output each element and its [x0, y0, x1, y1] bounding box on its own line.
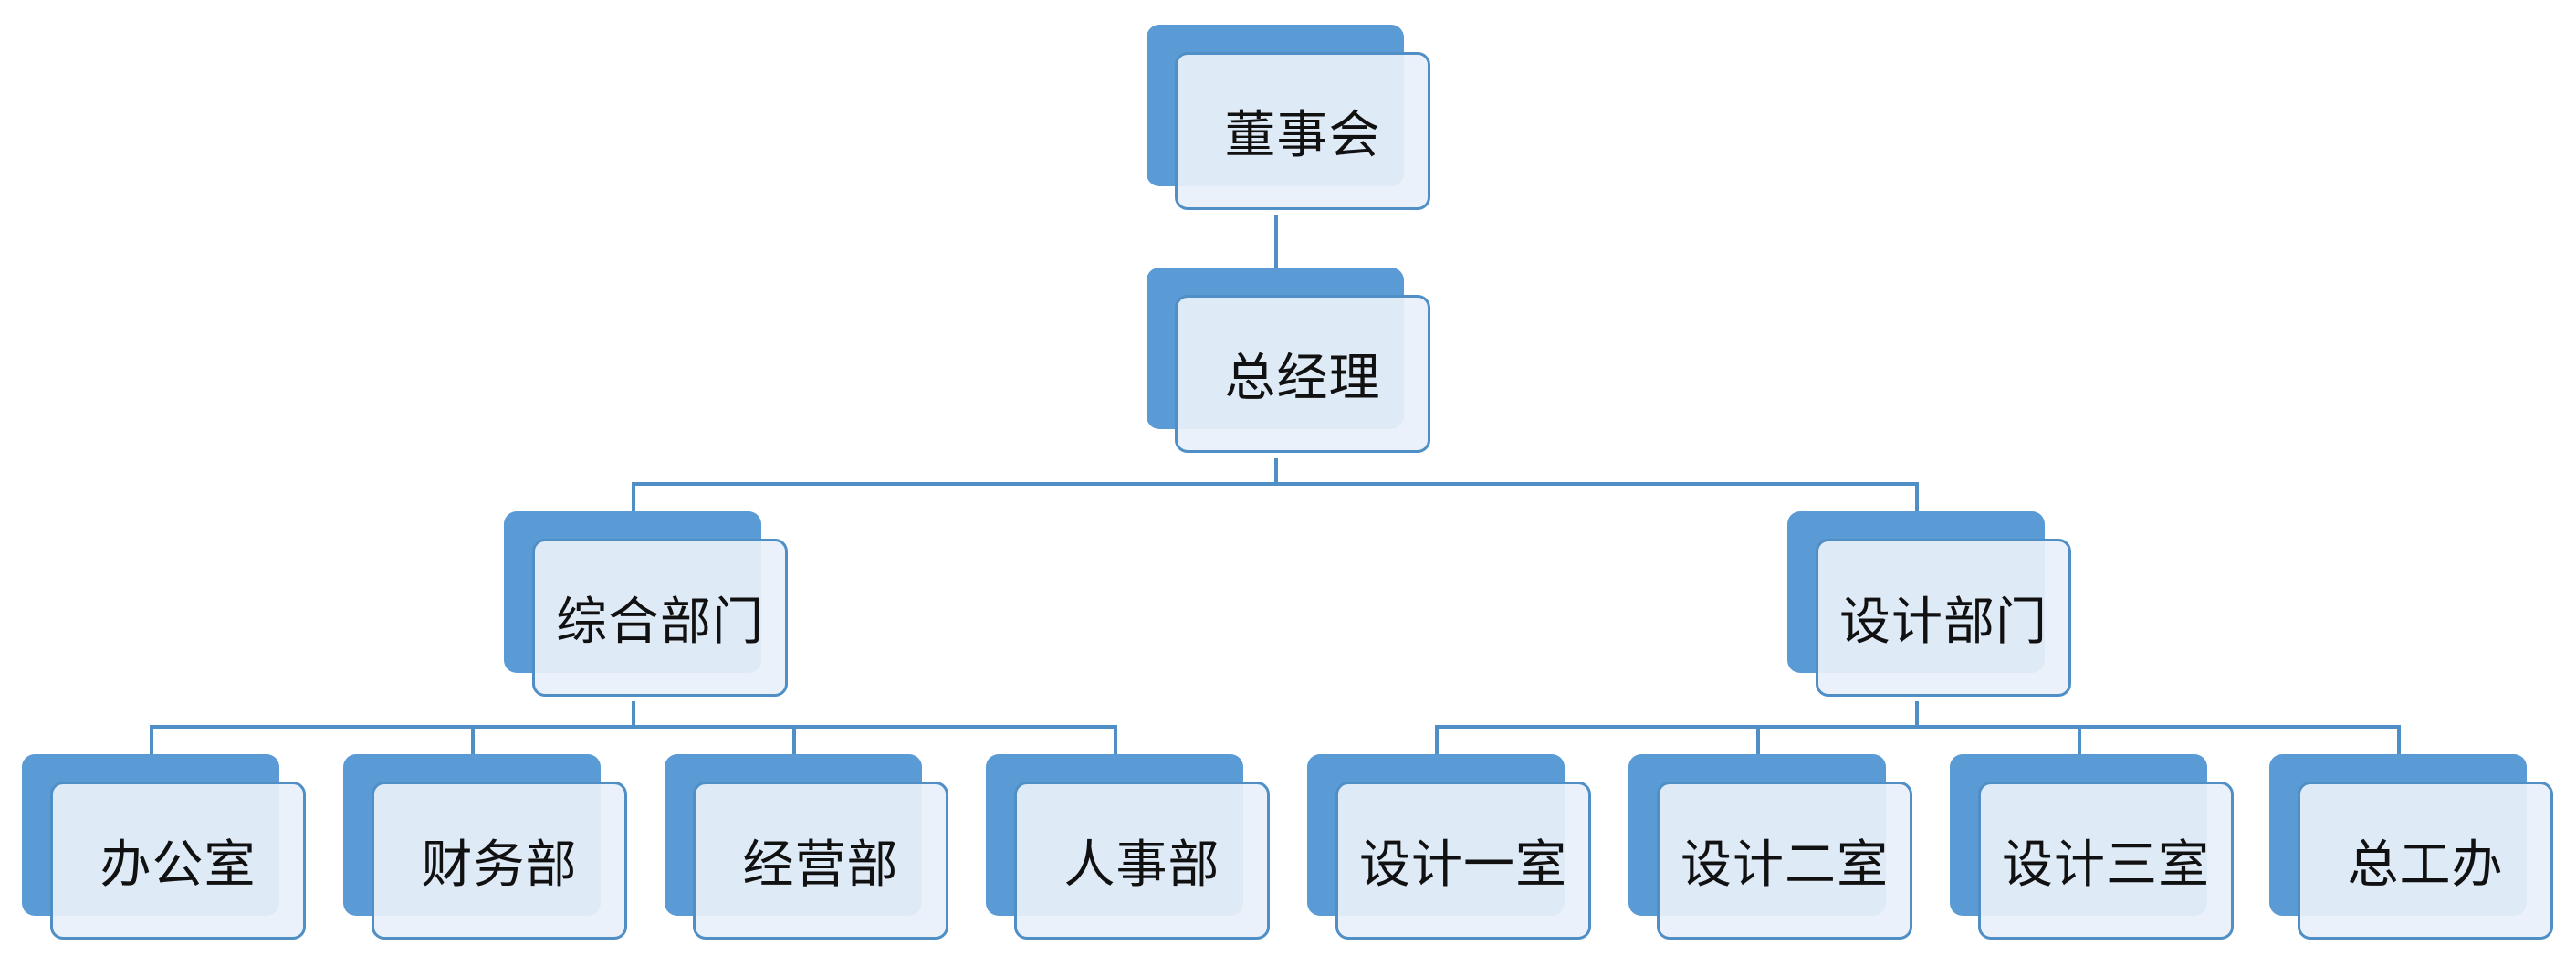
connector-design-bus — [1435, 725, 2401, 729]
node-finance: 财务部 — [343, 754, 634, 940]
connector-to-design-2 — [1756, 725, 1760, 756]
node-finance-label: 财务部 — [421, 835, 578, 895]
connector-general-dept-down — [632, 701, 635, 729]
node-design-dept: 设计部门 — [1787, 511, 2078, 697]
node-design-1: 设计一室 — [1307, 754, 1597, 940]
node-office: 办公室 — [22, 754, 312, 940]
node-general-dept-front — [532, 539, 788, 697]
connector-general-bus — [150, 725, 1117, 729]
connector-board-gm — [1274, 215, 1278, 268]
node-board: 董事会 — [1147, 25, 1437, 210]
node-office-label: 办公室 — [99, 835, 257, 895]
node-design-1-front — [1335, 782, 1591, 940]
node-hr-label: 人事部 — [1063, 835, 1220, 895]
node-operations: 经营部 — [665, 754, 955, 940]
node-general-dept-label: 综合部门 — [556, 593, 764, 652]
node-design-2-label: 设计二室 — [1681, 835, 1889, 895]
node-design-2-front — [1657, 782, 1912, 940]
connector-to-chief-engineer — [2397, 725, 2401, 756]
connector-design-dept-down — [1915, 701, 1919, 729]
connector-to-design-1 — [1435, 725, 1439, 756]
connector-to-hr — [1114, 725, 1117, 756]
node-finance-front — [372, 782, 627, 940]
connector-gm-down — [1274, 458, 1278, 486]
node-office-front — [50, 782, 306, 940]
node-design-dept-label: 设计部门 — [1839, 593, 2047, 652]
connector-to-office — [150, 725, 153, 756]
node-general-manager: 总经理 — [1147, 268, 1437, 453]
node-general-dept: 综合部门 — [504, 511, 794, 697]
node-board-front — [1175, 52, 1430, 210]
node-design-dept-front — [1816, 539, 2071, 697]
node-hr-front — [1014, 782, 1270, 940]
node-design-1-label: 设计一室 — [1359, 835, 1567, 895]
connector-to-finance — [471, 725, 475, 756]
node-board-label: 董事会 — [1224, 106, 1381, 165]
node-chief-engineer-office-front — [2298, 782, 2553, 940]
node-design-2: 设计二室 — [1628, 754, 1919, 940]
connector-to-general-dept — [632, 482, 635, 513]
connector-dept-bus — [632, 482, 1919, 486]
connector-to-design-3 — [2078, 725, 2081, 756]
node-hr: 人事部 — [986, 754, 1276, 940]
connector-to-design-dept — [1915, 482, 1919, 513]
connector-to-operations — [792, 725, 796, 756]
node-design-3-label: 设计三室 — [2002, 835, 2210, 895]
node-general-manager-label: 总经理 — [1224, 349, 1381, 408]
node-chief-engineer-office: 总工办 — [2269, 754, 2560, 940]
node-operations-front — [693, 782, 948, 940]
node-design-3-front — [1978, 782, 2234, 940]
node-design-3: 设计三室 — [1950, 754, 2240, 940]
node-chief-engineer-office-label: 总工办 — [2347, 835, 2504, 895]
node-operations-label: 经营部 — [742, 835, 899, 895]
node-general-manager-front — [1175, 295, 1430, 453]
